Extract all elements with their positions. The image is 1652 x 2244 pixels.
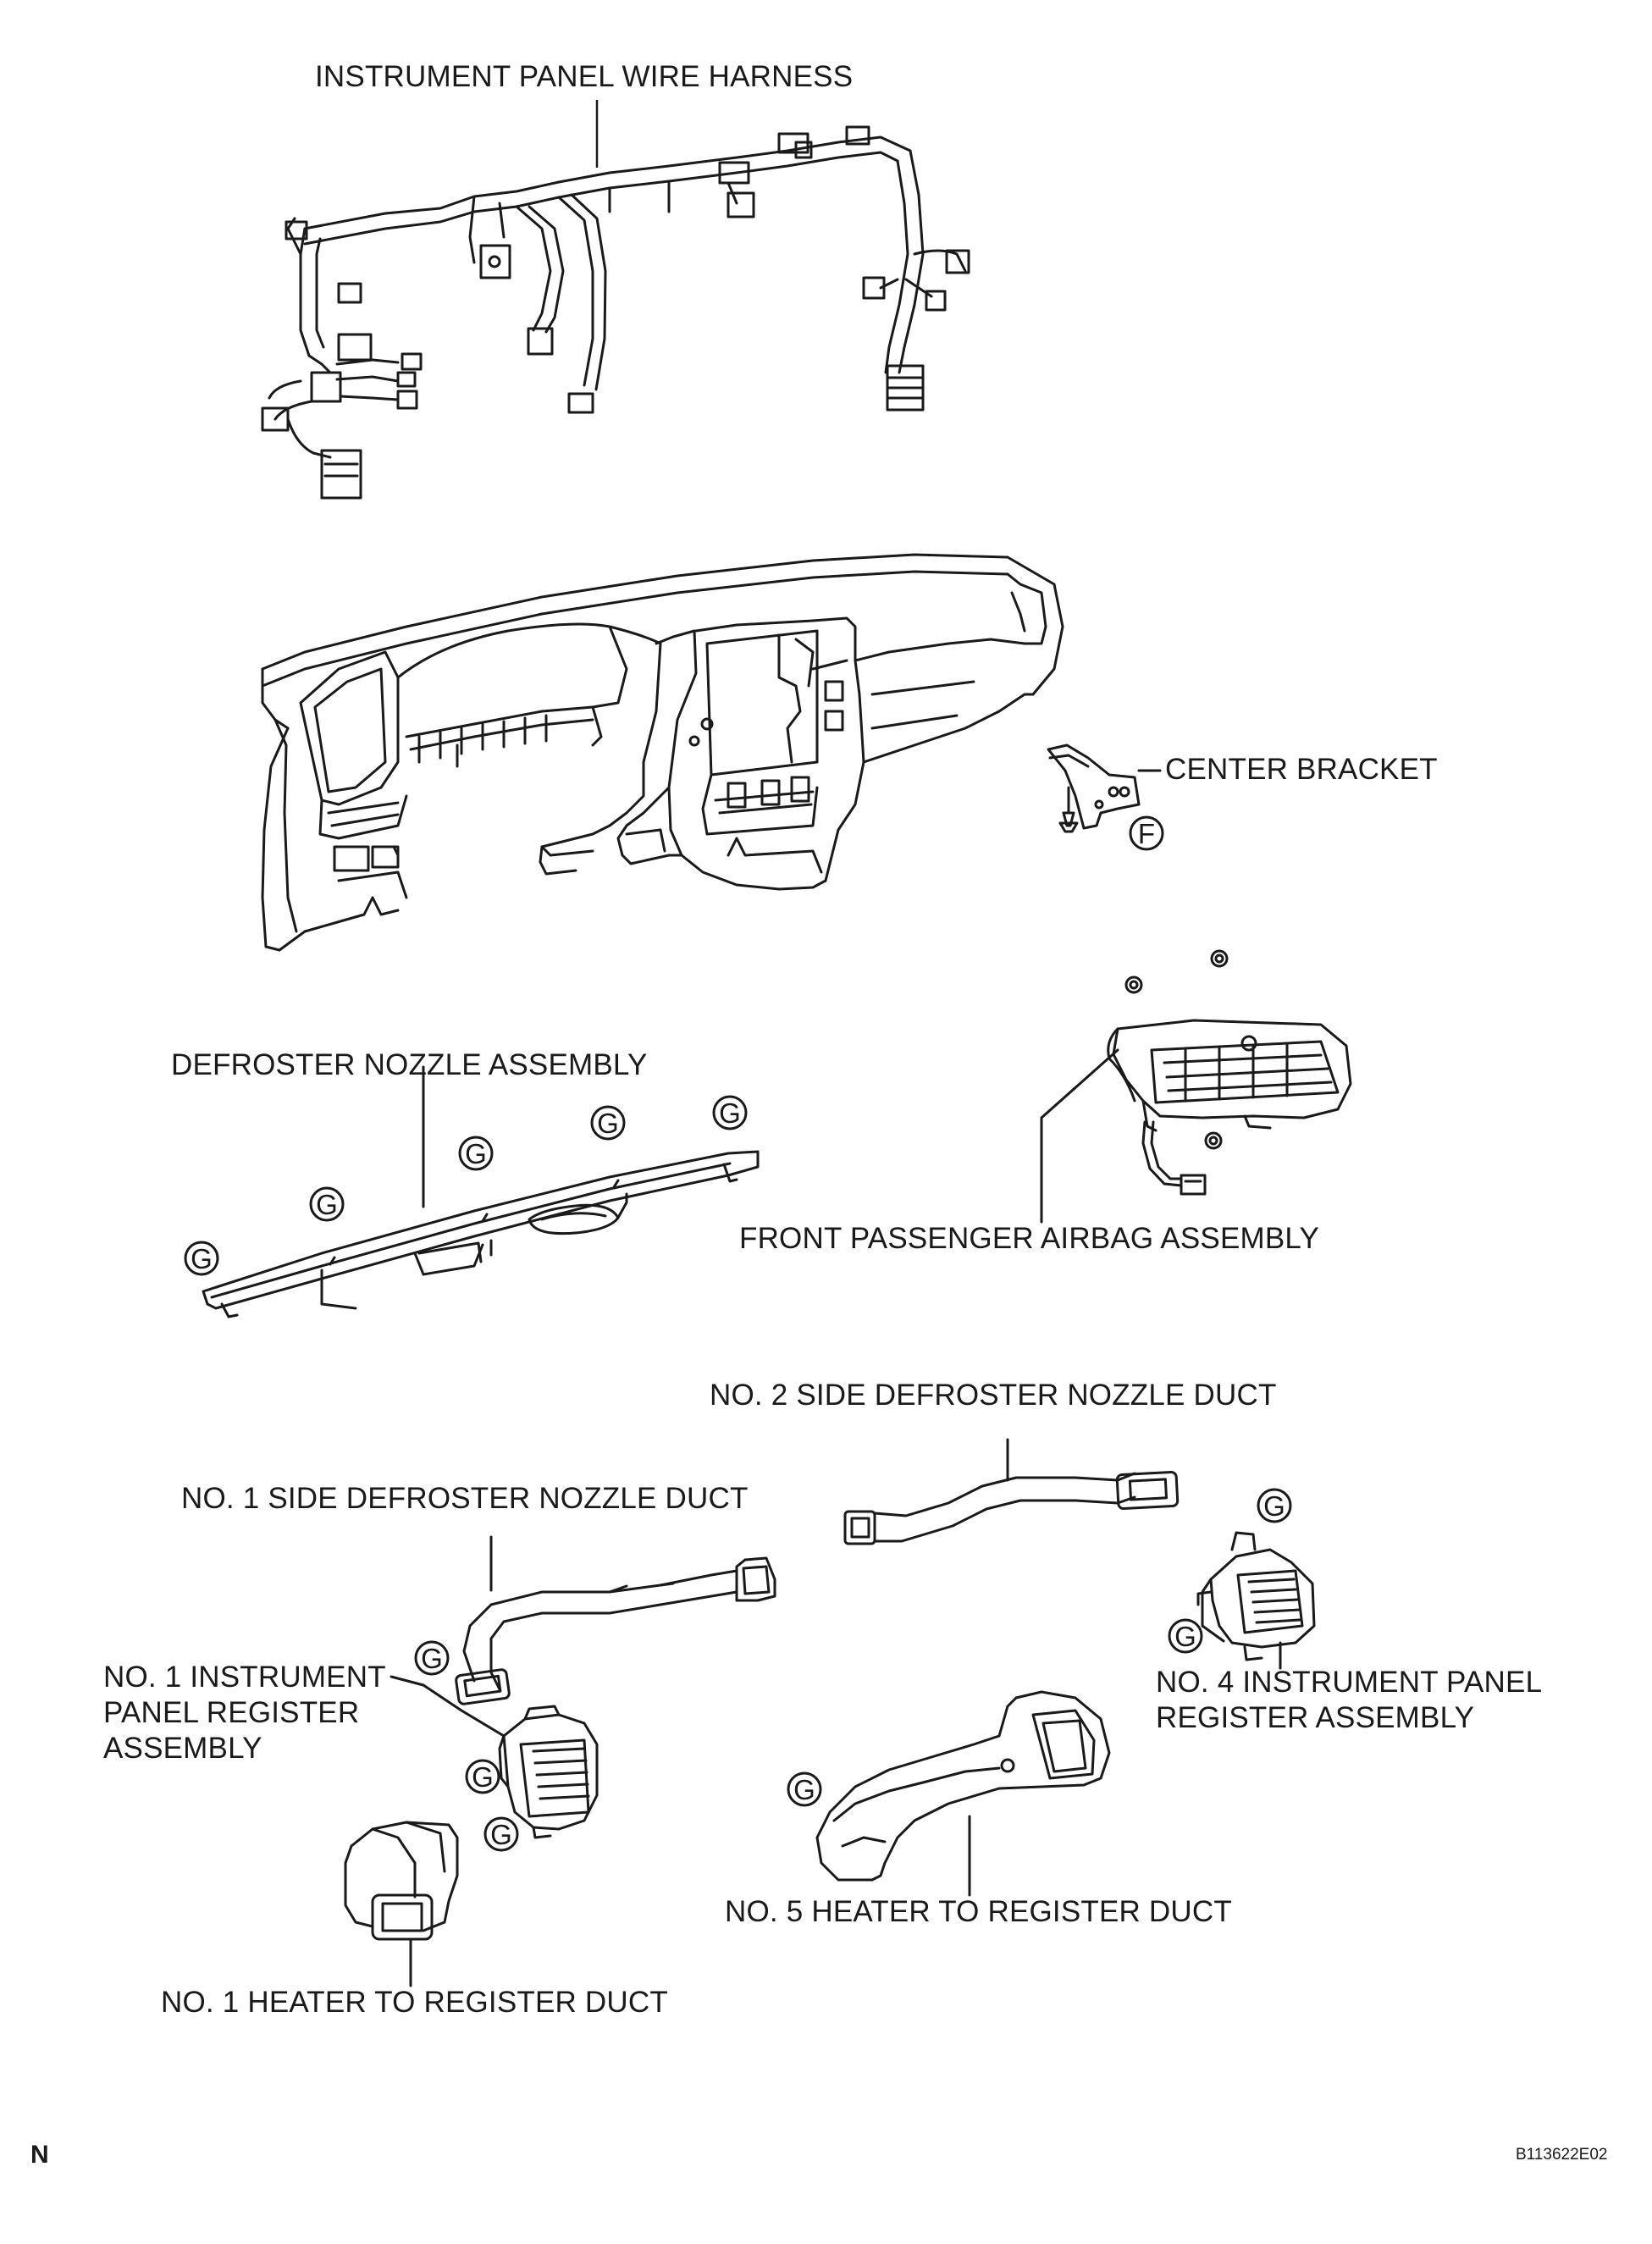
label-heater-duct-5: NO. 5 HEATER TO REGISTER DUCT bbox=[725, 1895, 1232, 1928]
fastener-code-g: G bbox=[472, 1761, 494, 1793]
label-register-1: NO. 1 INSTRUMENT PANEL REGISTER ASSEMBLY bbox=[103, 1661, 386, 1765]
fastener-callout-g: G bbox=[712, 1095, 748, 1130]
fastener-callout-f: F bbox=[1129, 815, 1164, 851]
fastener-callout-g: G bbox=[1257, 1488, 1292, 1523]
fastener-callout-g: G bbox=[1168, 1618, 1203, 1654]
fastener-code-f: F bbox=[1138, 818, 1155, 849]
fastener-code-g: G bbox=[465, 1138, 487, 1169]
register-1-drawing bbox=[390, 1675, 599, 1839]
airbag-drawing bbox=[1040, 949, 1352, 1224]
defroster-nozzle-drawing bbox=[202, 1065, 760, 1318]
fastener-code-g: G bbox=[1263, 1490, 1285, 1522]
fastener-callout-g: G bbox=[483, 1816, 519, 1852]
label-defroster-nozzle: DEFROSTER NOZZLE ASSEMBLY bbox=[171, 1048, 648, 1081]
fastener-callout-g: G bbox=[309, 1186, 345, 1222]
fastener-code-g: G bbox=[1174, 1621, 1196, 1652]
fastener-code-g: G bbox=[793, 1774, 815, 1805]
figure-code: B113622E02 bbox=[1516, 2146, 1608, 2164]
side-duct-2-drawing bbox=[843, 1438, 1180, 1545]
label-center-bracket: CENTER BRACKET bbox=[1165, 753, 1438, 786]
fastener-code-g: G bbox=[597, 1108, 619, 1139]
fastener-callout-g: G bbox=[787, 1771, 822, 1807]
fastener-callout-g: G bbox=[590, 1105, 626, 1141]
heater-duct-5-drawing bbox=[815, 1690, 1111, 1897]
label-side-duct-1: NO. 1 SIDE DEFROSTER NOZZLE DUCT bbox=[181, 1482, 749, 1515]
fastener-code-g: G bbox=[490, 1819, 512, 1850]
instrument-panel-drawing bbox=[261, 553, 1064, 952]
corner-mark: N bbox=[30, 2141, 49, 2169]
label-heater-duct-1: NO. 1 HEATER TO REGISTER DUCT bbox=[161, 1986, 668, 2019]
label-register-4: NO. 4 INSTRUMENT PANEL REGISTER ASSEMBLY bbox=[1156, 1666, 1543, 1734]
fastener-callout-g: G bbox=[465, 1759, 500, 1794]
label-wire-harness: INSTRUMENT PANEL WIRE HARNESS bbox=[315, 60, 854, 93]
label-airbag: FRONT PASSENGER AIRBAG ASSEMBLY bbox=[739, 1222, 1320, 1255]
wire-harness-drawing bbox=[261, 125, 970, 500]
fastener-code-g: G bbox=[316, 1189, 338, 1220]
fastener-code-g: G bbox=[719, 1097, 741, 1129]
fastener-code-g: G bbox=[191, 1243, 213, 1274]
fastener-callout-g: G bbox=[414, 1640, 450, 1676]
label-side-duct-2: NO. 2 SIDE DEFROSTER NOZZLE DUCT bbox=[710, 1379, 1277, 1412]
fastener-callout-g: G bbox=[458, 1136, 494, 1171]
heater-duct-1-drawing bbox=[344, 1821, 459, 1987]
side-duct-1-drawing bbox=[455, 1535, 776, 1705]
fastener-callouts: F G G G G G G G bbox=[184, 815, 1292, 1852]
center-bracket-drawing bbox=[1047, 743, 1162, 833]
fastener-callout-g: G bbox=[184, 1241, 219, 1276]
register-4-drawing bbox=[1196, 1531, 1316, 1670]
fastener-code-g: G bbox=[421, 1643, 443, 1674]
